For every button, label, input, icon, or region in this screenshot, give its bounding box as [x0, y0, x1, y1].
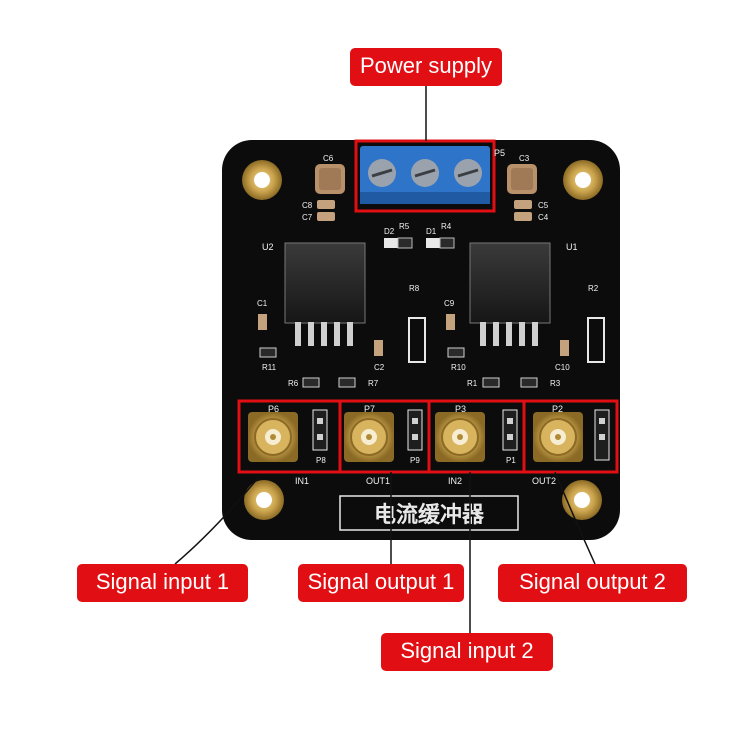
- resistor-r3: [520, 377, 538, 388]
- label-in1: IN1: [295, 476, 309, 486]
- label-r6: R6: [288, 379, 299, 388]
- label-r5: R5: [399, 222, 410, 231]
- capacitor-c5: [514, 200, 532, 209]
- label-r2: R2: [588, 284, 599, 293]
- capacitor-c4: [514, 212, 532, 221]
- resistor-r5: [397, 237, 413, 249]
- label-p8: P8: [316, 456, 326, 465]
- power-terminal-block: [360, 146, 490, 204]
- resistor-r6: [302, 377, 320, 388]
- label-r1: R1: [467, 379, 478, 388]
- pin-header-p9: [407, 409, 423, 451]
- led-d1: [426, 238, 440, 248]
- label-p1: P1: [506, 456, 516, 465]
- ic-u1: [469, 242, 551, 346]
- label-p9: P9: [410, 456, 420, 465]
- sma-connector-in2: [435, 412, 485, 462]
- label-out1: OUT1: [366, 476, 390, 486]
- label-p7: P7: [364, 404, 375, 414]
- sma-connector-in1: [248, 412, 298, 462]
- label-c8: C8: [302, 201, 313, 210]
- callout-signal-input-1: Signal input 1: [77, 564, 248, 602]
- label-c9: C9: [444, 299, 455, 308]
- leader-signal-output-2: [554, 471, 596, 565]
- capacitor-c7: [317, 212, 335, 221]
- label-d2: D2: [384, 227, 395, 236]
- label-r7: R7: [368, 379, 379, 388]
- ic-u2: [284, 242, 366, 346]
- label-r8: R8: [409, 284, 420, 293]
- resistor-r2: [587, 317, 605, 363]
- label-r10: R10: [451, 363, 466, 372]
- sma-connector-out1: [344, 412, 394, 462]
- capacitor-c9: [446, 314, 455, 330]
- led-d2: [384, 238, 398, 248]
- resistor-r11: [259, 347, 277, 358]
- pin-header-p2-side: [594, 409, 610, 461]
- capacitor-c6: [315, 164, 345, 194]
- label-u1: U1: [566, 242, 578, 252]
- resistor-r7: [338, 377, 356, 388]
- label-c6: C6: [323, 154, 334, 163]
- pin-header-p1: [502, 409, 518, 451]
- label-r3: R3: [550, 379, 561, 388]
- resistor-r1: [482, 377, 500, 388]
- sma-connector-out2: [533, 412, 583, 462]
- label-c1: C1: [257, 299, 268, 308]
- label-c10: C10: [555, 363, 570, 372]
- resistor-r4: [439, 237, 455, 249]
- label-p2: P2: [552, 404, 563, 414]
- capacitor-c8: [317, 200, 335, 209]
- resistor-r10: [447, 347, 465, 358]
- mounting-hole-top-right: [563, 160, 603, 200]
- pin-header-p8: [312, 409, 328, 451]
- capacitor-c2: [374, 340, 383, 356]
- label-out2: OUT2: [532, 476, 556, 486]
- label-u2: U2: [262, 242, 274, 252]
- capacitor-c1: [258, 314, 267, 330]
- label-c7: C7: [302, 213, 313, 222]
- callout-signal-output-1: Signal output 1: [298, 564, 464, 602]
- label-c4: C4: [538, 213, 549, 222]
- board-title-plate: [339, 495, 519, 531]
- capacitor-c3: [507, 164, 537, 194]
- label-c3: C3: [519, 154, 530, 163]
- mounting-hole-bottom-left: [244, 480, 284, 520]
- power-supply-highlight: [354, 139, 496, 213]
- label-r11: R11: [262, 363, 277, 372]
- callout-power-supply: Power supply: [350, 48, 502, 86]
- mounting-hole-bottom-right: [562, 480, 602, 520]
- label-c5: C5: [538, 201, 549, 210]
- label-p3: P3: [455, 404, 466, 414]
- label-r4: R4: [441, 222, 452, 231]
- leader-signal-input-1: [174, 477, 259, 565]
- mounting-hole-top-left: [242, 160, 282, 200]
- label-d1: D1: [426, 227, 437, 236]
- label-p6: P6: [268, 404, 279, 414]
- label-c2: C2: [374, 363, 385, 372]
- label-in2: IN2: [448, 476, 462, 486]
- label-p5: P5: [494, 148, 505, 158]
- board-title: 电流缓冲器: [374, 502, 485, 528]
- resistor-r8: [408, 317, 426, 363]
- callout-signal-output-2: Signal output 2: [498, 564, 687, 602]
- capacitor-c10: [560, 340, 569, 356]
- callout-signal-input-2: Signal input 2: [381, 633, 553, 671]
